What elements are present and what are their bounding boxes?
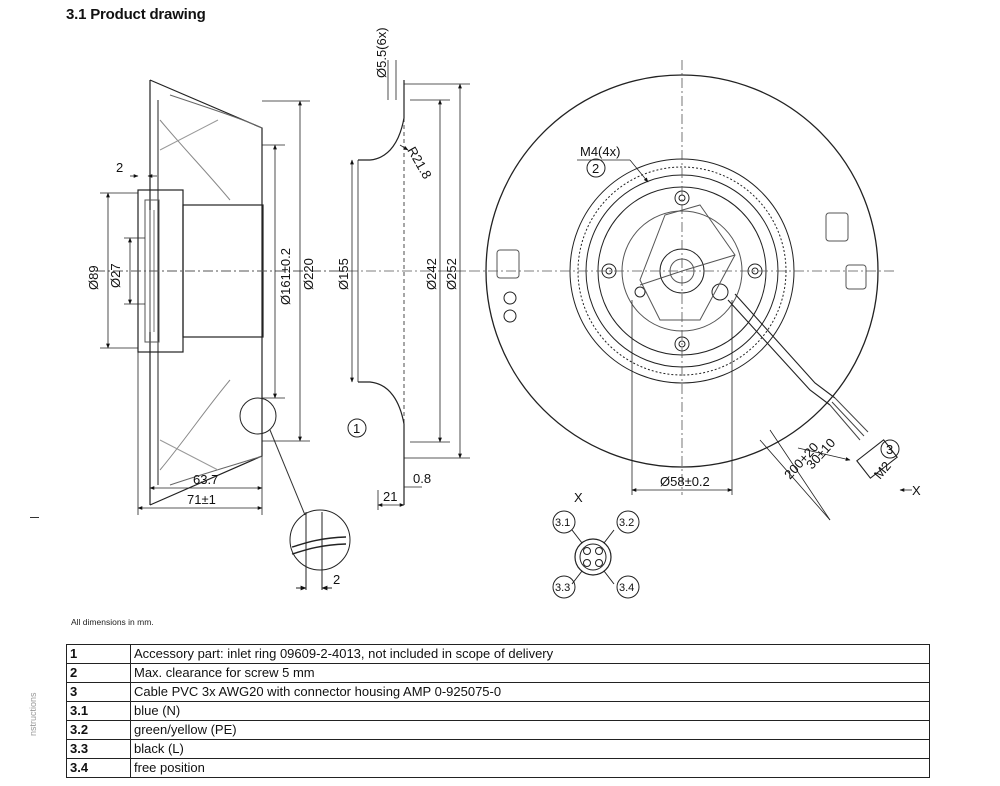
dim-2-detail-label: 2 xyxy=(333,572,340,587)
legend-description: Max. clearance for screw 5 mm xyxy=(130,663,930,683)
dim-220-label: Ø220 xyxy=(301,258,316,290)
callout-3-label: 3 xyxy=(886,442,893,457)
dim-2-label: 2 xyxy=(116,160,123,175)
legend-description: blue (N) xyxy=(130,701,930,721)
legend-number: 3.1 xyxy=(66,701,131,721)
legend-description: green/yellow (PE) xyxy=(130,720,930,740)
dim-161-label: Ø161±0.2 xyxy=(278,248,293,305)
view-x-left-label: X xyxy=(574,490,583,505)
table-row: 1 Accessory part: inlet ring 09609-2-401… xyxy=(66,644,930,664)
inlet-ring-profile xyxy=(330,80,470,505)
table-row: 2 Max. clearance for screw 5 mm xyxy=(66,663,930,683)
legend-description: free position xyxy=(130,758,930,778)
view-x-right-label: X xyxy=(912,483,921,498)
dia-58-label: Ø58±0.2 xyxy=(660,474,710,489)
dimensions-note: All dimensions in mm. xyxy=(71,617,154,627)
thread-m4-label: M4(4x) xyxy=(580,144,620,159)
pin-3-4-label: 3.4 xyxy=(619,582,634,594)
front-view-dimensions xyxy=(577,159,912,521)
side-margin-text: nstructions xyxy=(28,692,38,736)
callout-2-label: 2 xyxy=(592,161,599,176)
callout-1-label: 1 xyxy=(353,421,360,436)
legend-number: 3.3 xyxy=(66,739,131,759)
inlet-ring-dimensions xyxy=(350,60,470,510)
dim-27-label: Ø27 xyxy=(108,263,123,288)
legend-description: black (L) xyxy=(130,739,930,759)
dim-89-label: Ø89 xyxy=(86,265,101,290)
legend-number: 3.2 xyxy=(66,720,131,740)
callout-circles xyxy=(347,158,900,459)
hole-5-5-label: Ø5.5(6x) xyxy=(374,27,389,78)
margin-dash xyxy=(30,517,39,518)
radius-21-8-label: R21.8 xyxy=(404,144,434,182)
legend-description: Cable PVC 3x AWG20 with connector housin… xyxy=(130,682,930,702)
legend-number: 2 xyxy=(66,663,131,683)
inlet-detail xyxy=(289,509,351,591)
table-row: 3.3 black (L) xyxy=(66,739,930,759)
pin-3-3-label: 3.3 xyxy=(555,582,570,594)
table-row: 3.4 free position xyxy=(66,758,930,778)
connector-pin-view xyxy=(552,510,640,599)
dim-155-label: Ø155 xyxy=(336,258,351,290)
table-row: 3 Cable PVC 3x AWG20 with connector hous… xyxy=(66,682,930,702)
front-view xyxy=(470,60,898,495)
dim-242-label: Ø242 xyxy=(424,258,439,290)
table-row: 3.2 green/yellow (PE) xyxy=(66,720,930,740)
dim-71-label: 71±1 xyxy=(187,492,216,507)
pin-3-2-label: 3.2 xyxy=(619,517,634,529)
side-view-dimensions xyxy=(100,100,310,515)
legend-number: 1 xyxy=(66,644,131,664)
legend-number: 3 xyxy=(66,682,131,702)
legend-description: Accessory part: inlet ring 09609-2-4013,… xyxy=(130,644,930,664)
side-view xyxy=(95,79,345,516)
product-drawing: 2 Ø89 Ø27 Ø161±0.2 Ø220 Ø155 Ø242 Ø252 6… xyxy=(86,27,921,599)
legend-number: 3.4 xyxy=(66,758,131,778)
dim-21-label: 21 xyxy=(383,489,397,504)
section-title: 3.1 Product drawing xyxy=(66,6,206,23)
legend-table: 1 Accessory part: inlet ring 09609-2-401… xyxy=(66,644,930,778)
dim-0-8-label: 0.8 xyxy=(413,471,431,486)
dim-252-label: Ø252 xyxy=(444,258,459,290)
dim-63-7-label: 63.7 xyxy=(193,472,218,487)
table-row: 3.1 blue (N) xyxy=(66,701,930,721)
pin-3-1-label: 3.1 xyxy=(555,517,570,529)
